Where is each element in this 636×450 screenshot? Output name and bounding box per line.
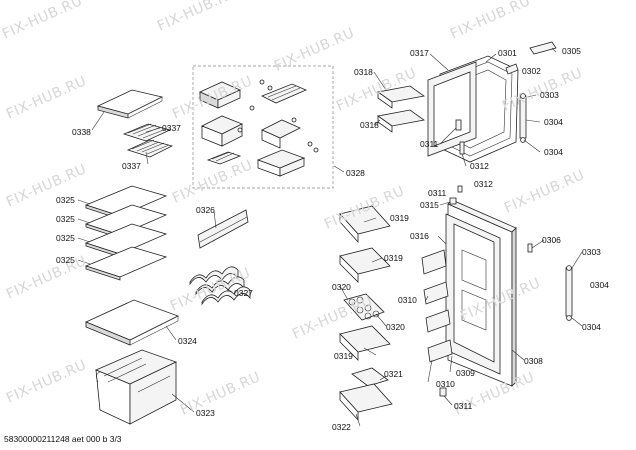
- part-label: 0323: [196, 408, 215, 418]
- part-0318-door-shelves: [377, 85, 425, 133]
- part-label: 0315: [420, 200, 439, 210]
- part-0303-0304-handle: [519, 93, 527, 143]
- part-label: 0318: [360, 120, 379, 130]
- part-label: 0304: [544, 117, 563, 127]
- part-0337-grille-lower: [126, 139, 174, 158]
- part-label: 0328: [346, 168, 365, 178]
- part-label: 0304: [590, 280, 609, 290]
- part-label: 0317: [410, 48, 429, 58]
- part-label: 0303: [582, 247, 601, 257]
- part-0306-pin: [527, 243, 533, 253]
- part-label: 0318: [354, 67, 373, 77]
- part-label: 0311: [420, 139, 439, 149]
- part-0328-components: [199, 79, 319, 177]
- part-0303-0304-handle-lower: [565, 265, 573, 321]
- part-0327-bottle-rack: [189, 266, 251, 306]
- part-0338-shelf: [96, 89, 164, 119]
- part-label: 0305: [562, 46, 581, 56]
- part-label: 0338: [72, 127, 91, 137]
- part-0316-0310-door-bins: [421, 249, 453, 363]
- part-label: 0303: [540, 90, 559, 100]
- part-0309-door-liner: [445, 213, 501, 375]
- part-label: 0326: [196, 205, 215, 215]
- part-label: 0321: [384, 369, 403, 379]
- part-label: 0310: [398, 295, 417, 305]
- part-0319-door-shelves: [339, 205, 391, 361]
- part-label: 0311: [454, 401, 473, 411]
- part-label: 0301: [498, 48, 517, 58]
- part-label: 0319: [384, 253, 403, 263]
- part-0315-0311-0312-hinge: [439, 185, 463, 397]
- part-label: 0337: [162, 123, 181, 133]
- part-label: 0302: [522, 66, 541, 76]
- document-footer: 58300000211248 aet 000 b 3/3: [4, 434, 122, 444]
- part-label: 0325: [56, 195, 75, 205]
- part-label: 0316: [410, 231, 429, 241]
- part-label: 0309: [456, 368, 475, 378]
- part-label: 0320: [386, 322, 405, 332]
- part-label: 0325: [56, 214, 75, 224]
- part-label: 0319: [334, 351, 353, 361]
- part-0321-0322-bottle-shelf: [339, 367, 393, 422]
- part-label: 0312: [474, 179, 493, 189]
- part-0324-crisper-cover: [84, 299, 180, 346]
- part-label: 0304: [582, 322, 601, 332]
- part-0323-crisper-drawer: [94, 349, 178, 425]
- part-0328-group-outline: [192, 65, 334, 189]
- part-label: 0312: [470, 161, 489, 171]
- part-label: 0325: [56, 233, 75, 243]
- part-0326-cover: [197, 209, 249, 249]
- part-0325-shelf-2: [84, 204, 168, 239]
- part-label: 0322: [332, 422, 351, 432]
- part-label: 0310: [436, 379, 455, 389]
- part-label: 0311: [428, 188, 447, 198]
- part-label: 0325: [56, 255, 75, 265]
- part-0305-handle-cap: [529, 41, 557, 55]
- part-0302-hinge-cap: [505, 63, 519, 75]
- part-label: 0308: [524, 356, 543, 366]
- part-label: 0306: [542, 235, 561, 245]
- part-label: 0320: [332, 282, 351, 292]
- part-label: 0304: [544, 147, 563, 157]
- part-0325-shelf-4: [84, 246, 168, 281]
- part-label: 0337: [122, 161, 141, 171]
- part-label: 0319: [390, 213, 409, 223]
- leader-lines: [77, 47, 583, 427]
- part-label: 0324: [178, 336, 197, 346]
- part-0320-egg-tray: [343, 293, 385, 321]
- part-label: 0327: [234, 288, 253, 298]
